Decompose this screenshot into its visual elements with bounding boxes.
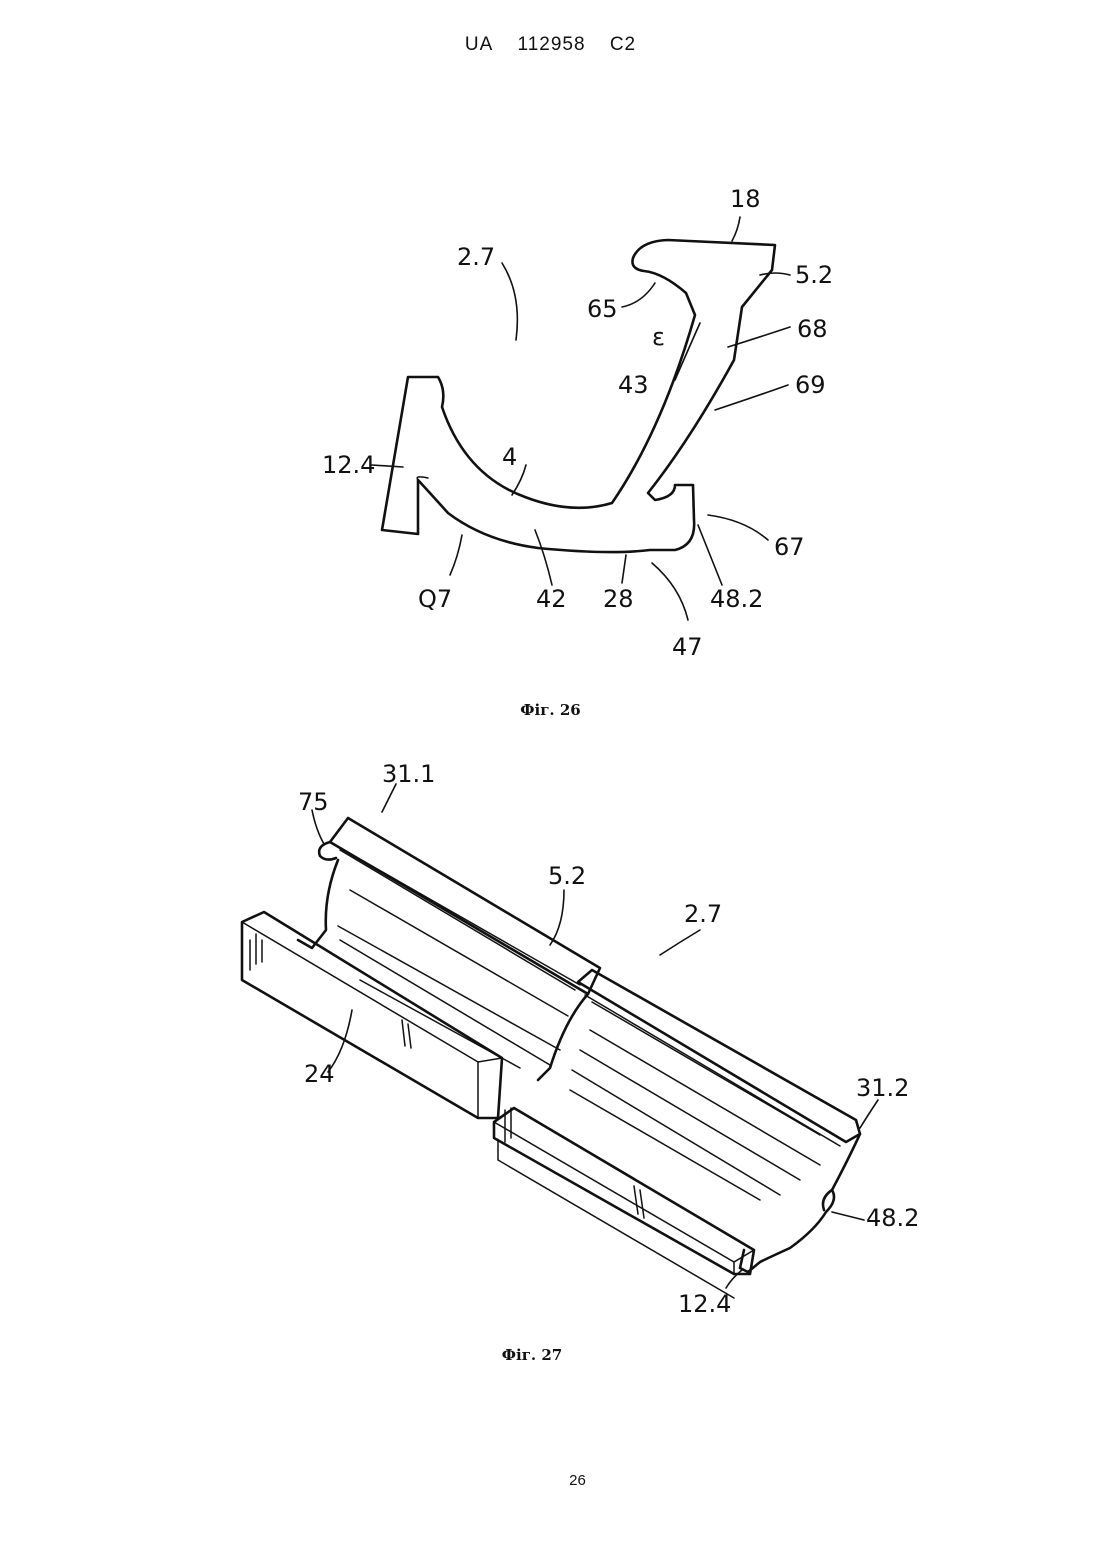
right-top-rail-edge2 — [592, 1002, 820, 1135]
right-side-plate-top — [494, 1122, 754, 1262]
left-channel-line-1 — [350, 890, 568, 1016]
label-48-2: 48.2 — [710, 585, 763, 613]
right-plate-hatch-2 — [634, 1186, 644, 1218]
label-12-4: 12.4 — [678, 1290, 731, 1318]
leader-65 — [622, 283, 655, 307]
right-channel-line-3 — [572, 1070, 780, 1195]
figure-26-drawing: 18 5.2 2.7 65 68 ε 43 69 12.4 4 67 Q7 42… — [290, 175, 850, 665]
leader-42 — [535, 530, 552, 585]
left-channel-line-2 — [338, 926, 560, 1050]
left-top-rail-edge2 — [340, 850, 575, 990]
leader-31-1 — [382, 784, 396, 812]
leader-31-2 — [860, 1100, 878, 1128]
label-12-4: 12.4 — [322, 451, 375, 479]
left-top-rail — [330, 818, 600, 994]
label-5-2: 5.2 — [548, 862, 586, 890]
leader-2-7 — [660, 930, 700, 955]
left-channel-line-3 — [340, 940, 550, 1065]
label-24: 24 — [304, 1060, 335, 1088]
label-69: 69 — [795, 371, 826, 399]
label-48-2: 48.2 — [866, 1204, 919, 1232]
label-2-7: 2.7 — [457, 243, 495, 271]
label-68: 68 — [797, 315, 828, 343]
header-number: 112958 — [518, 34, 586, 55]
leader-69 — [715, 385, 788, 410]
label-31-1: 31.1 — [382, 760, 435, 788]
label-18: 18 — [730, 185, 761, 213]
label-42: 42 — [536, 585, 567, 613]
left-channel-right-end — [538, 994, 588, 1080]
left-top-rail-edge — [330, 842, 580, 985]
right-channel-line-1 — [590, 1030, 820, 1165]
patent-header: UA 112958 C2 — [0, 34, 1101, 56]
left-plate-hatch — [250, 934, 262, 970]
page-number: 26 — [0, 1472, 1101, 1489]
leader-2-7 — [502, 263, 517, 340]
leader-q7 — [450, 535, 462, 575]
label-4: 4 — [502, 443, 517, 471]
label-2-7: 2.7 — [684, 900, 722, 928]
label-75: 75 — [298, 788, 329, 816]
figure-26-caption: Фіг. 26 — [0, 701, 1101, 719]
label-epsilon: ε — [652, 323, 665, 351]
label-67: 67 — [774, 533, 805, 561]
label-28: 28 — [603, 585, 634, 613]
figure-27-drawing: 31.1 75 5.2 2.7 24 31.2 48.2 12.4 — [220, 750, 940, 1330]
left-side-plate — [242, 912, 502, 1118]
epsilon-arc — [675, 323, 700, 380]
leader-18 — [732, 217, 740, 241]
leader-48-2 — [698, 525, 722, 585]
header-kind: C2 — [610, 34, 636, 55]
header-country: UA — [465, 34, 493, 55]
left-plate-hatch-2 — [402, 1020, 411, 1048]
profile-outline — [382, 240, 775, 552]
label-q7: Q7 — [418, 585, 452, 613]
label-43: 43 — [618, 371, 649, 399]
figure-27-svg: 31.1 75 5.2 2.7 24 31.2 48.2 12.4 — [220, 750, 940, 1330]
label-31-2: 31.2 — [856, 1074, 909, 1102]
left-channel-end — [298, 860, 338, 948]
leader-28 — [622, 555, 626, 583]
figure-27-caption: Фіг. 27 — [0, 1346, 1064, 1364]
leader-5-2 — [760, 273, 790, 275]
label-47: 47 — [672, 633, 703, 661]
leader-5-2 — [550, 890, 564, 945]
label-5-2: 5.2 — [795, 261, 833, 289]
leader-47 — [652, 563, 688, 620]
right-top-rail — [578, 970, 860, 1142]
leader-67 — [708, 515, 768, 540]
left-side-plate-top — [242, 922, 502, 1062]
leader-12-4 — [372, 465, 403, 467]
right-top-rail-edge — [585, 995, 840, 1146]
leader-48-2 — [832, 1212, 864, 1220]
label-65: 65 — [587, 295, 618, 323]
right-side-plate — [494, 1108, 754, 1274]
figure-26-svg: 18 5.2 2.7 65 68 ε 43 69 12.4 4 67 Q7 42… — [290, 175, 850, 665]
